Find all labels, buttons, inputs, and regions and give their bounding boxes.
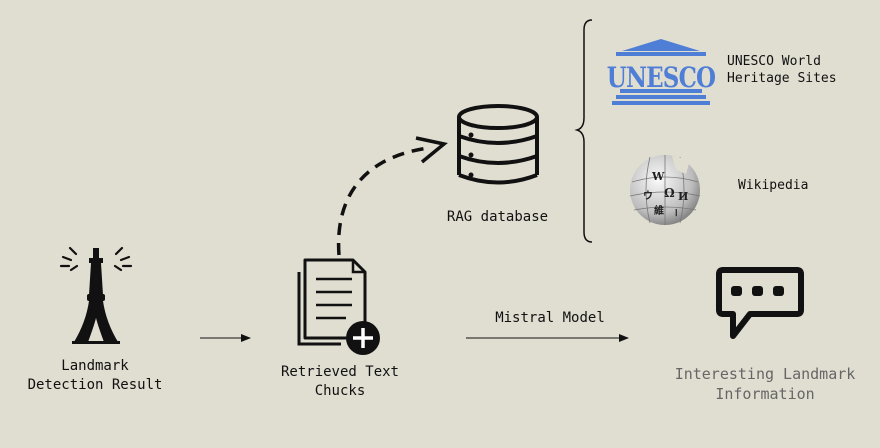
unesco-label: UNESCO World Heritage Sites <box>727 54 837 86</box>
retrieved-text-chunks-label: Retrieved Text Chucks <box>280 364 399 399</box>
wikipedia-label: Wikipedia <box>738 178 809 193</box>
rag-database-label: RAG database <box>446 209 549 225</box>
dashed-arrow-chunks-to-rag <box>336 146 429 256</box>
mistral-model-label: Mistral Model <box>495 310 605 326</box>
svg-text:ウ: ウ <box>643 190 653 202</box>
svg-text:ا: ا <box>675 208 678 219</box>
database-icon <box>457 104 539 185</box>
wikipedia-globe-icon: W Ω И ウ 維 ا <box>629 155 701 225</box>
dashed-arrow-head <box>415 136 448 164</box>
landmark-information-label: Interesting Landmark Information <box>674 365 856 403</box>
svg-text:W: W <box>651 170 665 183</box>
speech-bubble-icon <box>716 267 804 339</box>
document-stack-icon <box>297 258 380 355</box>
svg-text:維: 維 <box>654 204 664 217</box>
unesco-logo-text: UNESCO <box>607 62 716 95</box>
curly-brace <box>574 19 593 243</box>
unesco-logo-icon: UNESCO <box>607 39 717 105</box>
landmark-detection-label: Landmark Detection Result <box>27 358 163 393</box>
svg-text:И: И <box>678 190 688 203</box>
tower-icon <box>59 246 133 344</box>
svg-text:Ω: Ω <box>664 186 675 200</box>
